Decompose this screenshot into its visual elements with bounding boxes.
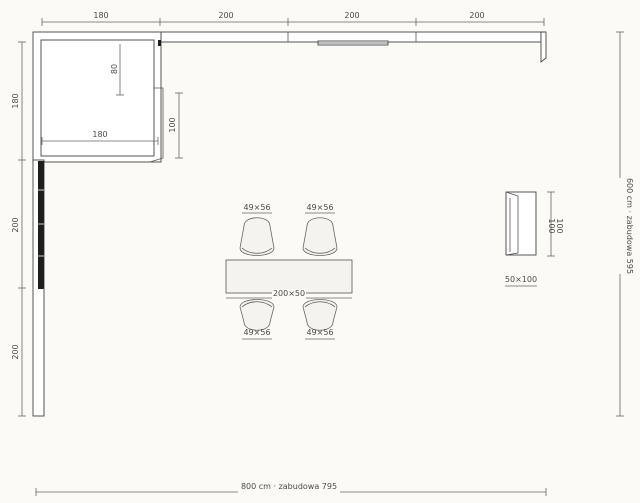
chair-top-left — [239, 217, 275, 256]
chair-label-1: 49×56 — [243, 203, 270, 212]
right-dimension: 600 cm · zabudowa 595 — [616, 31, 634, 417]
left-cabinet-run — [32, 159, 45, 417]
dim-corner-width: 180 — [92, 130, 107, 139]
left-dimension-chain: 180 200 200 — [11, 41, 26, 417]
dim-top-3: 200 — [344, 11, 359, 20]
dim-corner-depth: 80 — [110, 64, 119, 74]
freestanding-cabinet: 100 100 50×100 — [505, 191, 564, 287]
dining-set: 49×56 49×56 200×50 49×56 49×56 — [225, 203, 353, 340]
chair-label-2: 49×56 — [306, 203, 333, 212]
table-label: 200×50 — [273, 289, 305, 298]
dining-table — [225, 259, 353, 294]
bottom-dimension: 800 cm · zabudowa 795 — [35, 481, 547, 496]
chair-bottom-left — [239, 299, 275, 331]
dim-left-2: 200 — [11, 344, 20, 359]
dim-left-1: 200 — [11, 217, 20, 232]
dim-total-width: 800 cm · zabudowa 795 — [241, 482, 337, 491]
tall-cabinet-dark — [38, 161, 44, 289]
dim-top-1: 180 — [93, 11, 108, 20]
chair-label-4: 49×56 — [306, 328, 333, 337]
cabinet-depth-label: 100 — [555, 218, 564, 233]
chair-bottom-right — [302, 299, 338, 331]
chair-label-3: 49×56 — [243, 328, 270, 337]
dim-corner-side: 100 — [168, 117, 177, 132]
top-dimension-chain: 180 200 200 200 — [41, 11, 545, 26]
top-cabinet-run — [160, 31, 547, 63]
dim-left-corner: 180 — [11, 93, 20, 108]
cabinet-depth-label-inner: 100 — [547, 218, 556, 233]
chair-top-right — [302, 217, 338, 256]
cabinet-label: 50×100 — [505, 275, 537, 284]
corner-module: 80 180 100 — [32, 31, 183, 163]
dim-top-4: 200 — [469, 11, 484, 20]
dim-total-height: 600 cm · zabudowa 595 — [625, 178, 634, 274]
dim-top-2: 200 — [218, 11, 233, 20]
